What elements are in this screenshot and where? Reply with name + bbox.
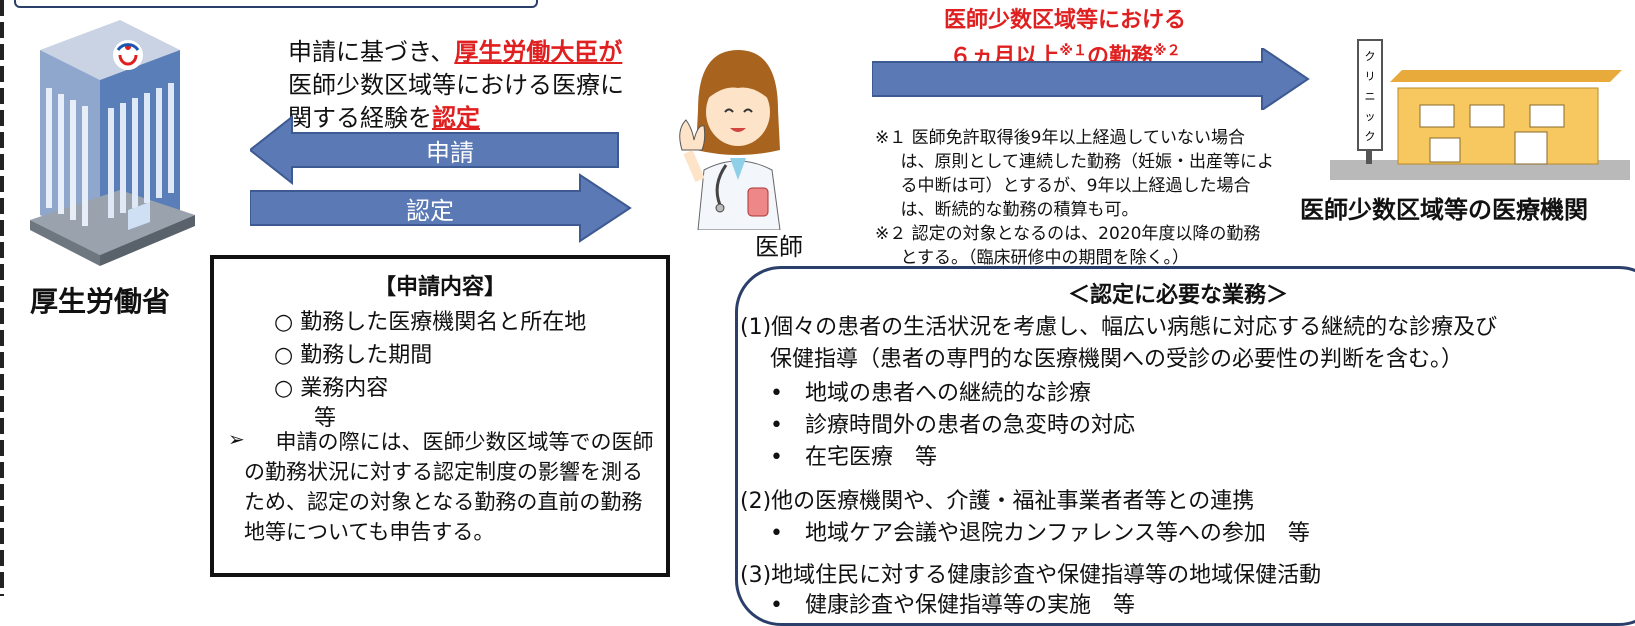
ministry-label: 厚生労働省: [30, 285, 171, 318]
work-item: • 地域ケア会議や退院カンファレンス等への参加 等: [770, 521, 1310, 546]
required-work-title: ＜認定に必要な業務＞: [1067, 283, 1288, 308]
request-description: 申請に基づき、厚生労働大臣が 医師少数区域等における医療に 関する経験を認定: [288, 36, 648, 135]
work-section-1-cont: 保健指導（患者の専門的な医療機関への受診の必要性の判断を含む。）: [770, 347, 1464, 372]
work-section-1: (1)個々の患者の生活状況を考慮し、幅広い病態に対応する継続的な診療及び: [740, 315, 1498, 340]
note-arrow-marker: ➢: [228, 427, 245, 451]
clinic-sign-char: ニ: [1365, 90, 1376, 103]
work-item: • 地域の患者への継続的な診療: [770, 381, 1091, 406]
certify-arrow-right: [250, 173, 632, 243]
application-item: 等: [314, 406, 337, 431]
application-content-title: 【申請内容】: [373, 275, 506, 300]
request-text-minister: 厚生労働大臣が: [454, 38, 623, 66]
clinic-sign-char: ク: [1365, 50, 1376, 63]
duty-arrow-right: [872, 48, 1310, 110]
apply-arrow-label: 申請: [426, 139, 474, 167]
clinic-sign-char: ッ: [1365, 110, 1376, 123]
footnotes: ※１ 医師免許取得後9年以上経過していない場合は、原則として連続した勤務（妊娠・…: [875, 126, 1275, 270]
application-item: ○ 勤務した医療機関名と所在地: [274, 310, 587, 335]
certify-arrow-label: 認定: [406, 197, 454, 225]
page-left-dashed-border: [0, 0, 4, 596]
work-item: • 健康診査や保健指導等の実施 等: [770, 593, 1135, 618]
request-text-line3: 関する経験を: [288, 104, 432, 132]
required-work-box: ＜認定に必要な業務＞ (1)個々の患者の生活状況を考慮し、幅広い病態に対応する継…: [735, 266, 1635, 626]
top-tab-frame: [14, 0, 538, 8]
work-section-3: (3)地域住民に対する健康診査や保健指導等の地域保健活動: [740, 563, 1322, 588]
application-content-box: 【申請内容】 ○ 勤務した医療機関名と所在地 ○ 勤務した期間 ○ 業務内容 等…: [210, 255, 670, 577]
apply-arrow-left: [250, 115, 619, 185]
clinic-sign-char: ク: [1365, 130, 1376, 143]
work-item: • 診療時間外の患者の急変時の対応: [770, 413, 1135, 438]
work-item: • 在宅医療 等: [770, 445, 937, 470]
doctor-label: 医師: [755, 233, 803, 261]
footnote-2: ※２ 認定の対象となるのは、2020年度以降の勤務とする。（臨床研修中の期間を除…: [875, 224, 1261, 268]
duty-footnote-1-mark: ※１: [1059, 43, 1087, 59]
request-text-line2: 医師少数区域等における医療に: [288, 71, 624, 99]
ministry-building-icon: [30, 20, 195, 266]
duty-title-line1: 医師少数区域等における: [943, 8, 1186, 33]
request-text-certify: 認定: [432, 104, 480, 132]
application-item: ○ 勤務した期間: [274, 343, 433, 368]
clinic-building-icon: ク リ ニ ッ ク: [1330, 39, 1630, 180]
request-text-line1: 申請に基づき、: [288, 38, 455, 66]
clinic-sign-char: リ: [1365, 70, 1376, 83]
medical-institution-label: 医師少数区域等の医療機関: [1300, 196, 1588, 224]
duty-footnote-2-mark: ※２: [1153, 43, 1181, 59]
application-note: 申請の際には、医師少数区域等での医師の勤務状況に対する認定制度の影響を測るため、…: [244, 430, 654, 544]
work-section-2: (2)他の医療機関や、介護・福祉事業者者等との連携: [740, 489, 1255, 514]
doctor-illustration-icon: [679, 50, 781, 230]
application-item: ○ 業務内容: [274, 376, 389, 401]
footnote-1: ※１ 医師免許取得後9年以上経過していない場合は、原則として連続した勤務（妊娠・…: [875, 128, 1274, 220]
